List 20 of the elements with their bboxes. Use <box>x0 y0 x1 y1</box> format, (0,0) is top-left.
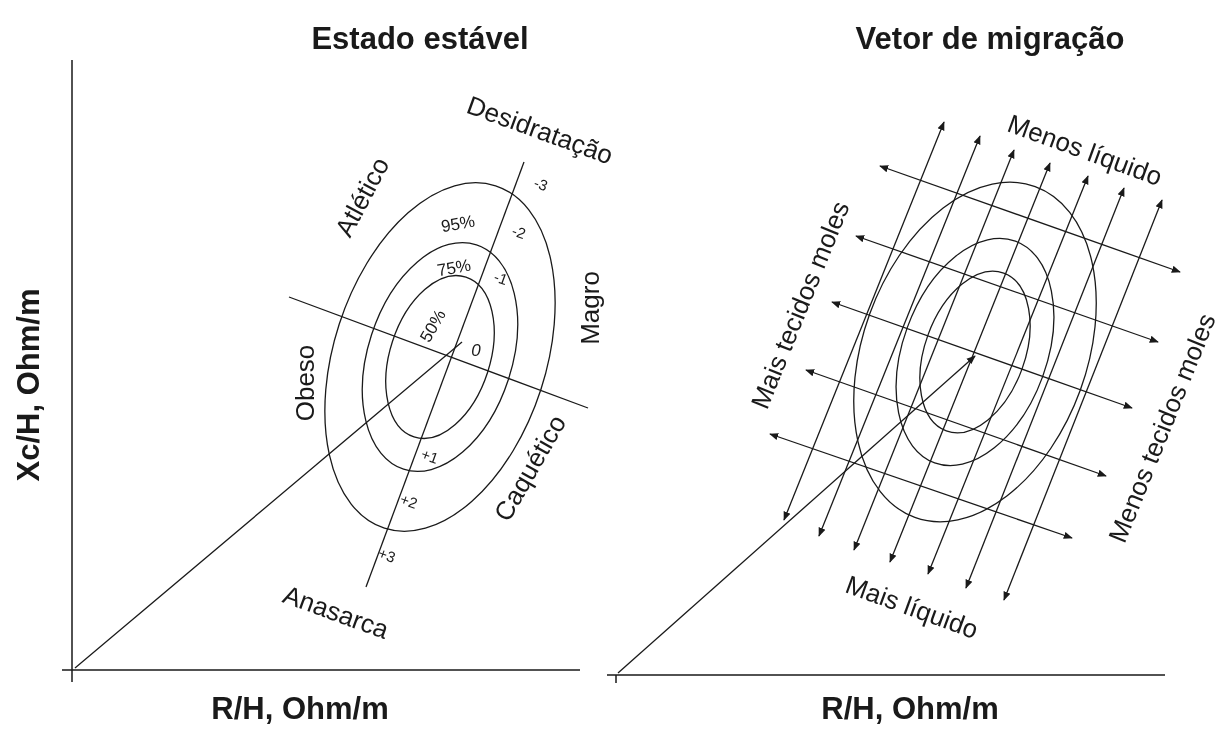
z-score-label: -3 <box>532 174 550 194</box>
axis-label: R/H, Ohm/m <box>211 692 389 724</box>
percentile-label: 95% <box>439 212 477 236</box>
panel-heading: Vetor de migração <box>855 22 1125 54</box>
region-label: Obeso <box>292 344 318 422</box>
direction-label: Mais tecidos moles <box>746 197 854 413</box>
percentile-label: 75% <box>435 256 473 280</box>
direction-label: Menos tecidos moles <box>1104 309 1220 547</box>
z-score-label: 0 <box>471 341 481 359</box>
panel-heading: Estado estável <box>311 22 529 54</box>
z-score-label: +2 <box>398 491 420 511</box>
axis-label: Xc/H, Ohm/m <box>12 288 44 482</box>
direction-label: Menos líquido <box>1004 110 1166 190</box>
region-label: Magro <box>577 271 603 345</box>
axis-label: R/H, Ohm/m <box>821 692 999 724</box>
z-score-label: -1 <box>492 268 510 288</box>
z-score-label: +3 <box>376 545 398 565</box>
direction-label: Mais líquido <box>842 571 982 643</box>
z-score-label: +1 <box>419 446 441 466</box>
z-score-label: -2 <box>510 222 528 242</box>
